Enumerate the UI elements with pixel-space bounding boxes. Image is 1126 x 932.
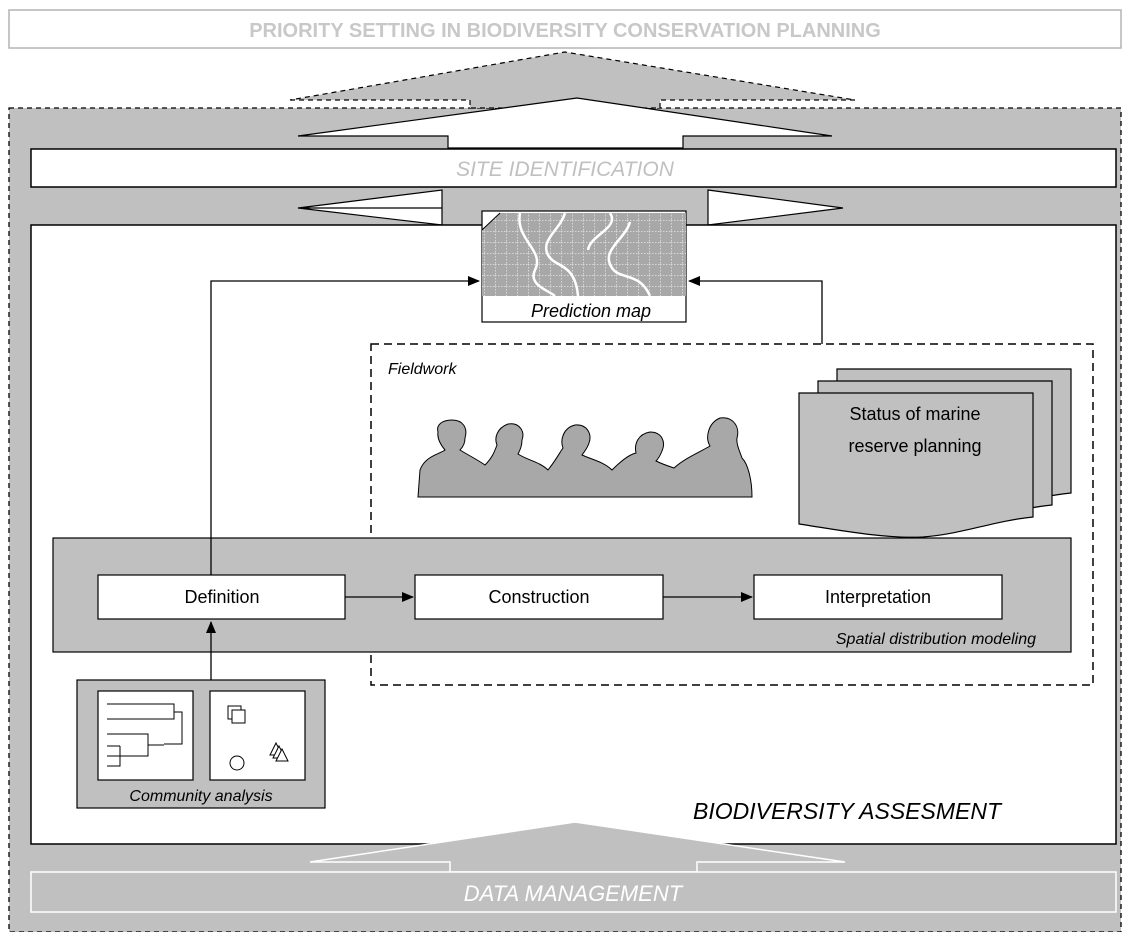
white-arrow-top <box>297 97 833 149</box>
fieldwork-region <box>370 343 1094 686</box>
interpretation-label: Interpretation <box>825 587 931 607</box>
priority-setting-header: PRIORITY SETTING IN BIODIVERSITY CONSERV… <box>8 9 1122 49</box>
prediction-map: Prediction map <box>481 210 687 323</box>
construction-label: Construction <box>488 587 589 607</box>
definition-label: Definition <box>184 587 259 607</box>
ordination-shapes-icon <box>227 705 289 771</box>
data-management-label: DATA MANAGEMENT <box>464 881 684 906</box>
people-silhouettes-icon <box>417 417 753 498</box>
white-arrow-right-lower <box>707 189 844 226</box>
data-management-arrow <box>309 821 846 873</box>
upward-dashed-arrow <box>289 51 856 109</box>
data-management-bar: DATA MANAGEMENT <box>30 871 1117 913</box>
status-document-line1: Status of marine <box>849 404 980 424</box>
prediction-map-label: Prediction map <box>531 301 651 321</box>
arrow-definition-to-map <box>210 276 480 575</box>
site-identification-bar: SITE IDENTIFICATION <box>30 148 1117 188</box>
arrow-fieldwork-to-map <box>688 276 823 344</box>
site-identification-label: SITE IDENTIFICATION <box>456 158 675 181</box>
community-analysis-panel: Community analysis <box>76 679 326 809</box>
biodiversity-assessment-label: BIODIVERSITY ASSESMENT <box>693 798 1003 824</box>
status-document-line2: reserve planning <box>848 436 981 456</box>
interpretation-box: Interpretation <box>753 574 1003 620</box>
dendrogram-icon <box>107 703 183 767</box>
stacked-documents-icon: Status of marine reserve planning <box>798 368 1072 538</box>
fieldwork-label: Fieldwork <box>388 361 457 378</box>
community-analysis-label: Community analysis <box>129 788 272 805</box>
construction-box: Construction <box>414 574 664 620</box>
map-icon <box>482 213 686 296</box>
spatial-modeling-label: Spatial distribution modeling <box>836 631 1036 648</box>
priority-setting-title: PRIORITY SETTING IN BIODIVERSITY CONSERV… <box>249 20 881 42</box>
definition-box: Definition <box>97 574 346 620</box>
